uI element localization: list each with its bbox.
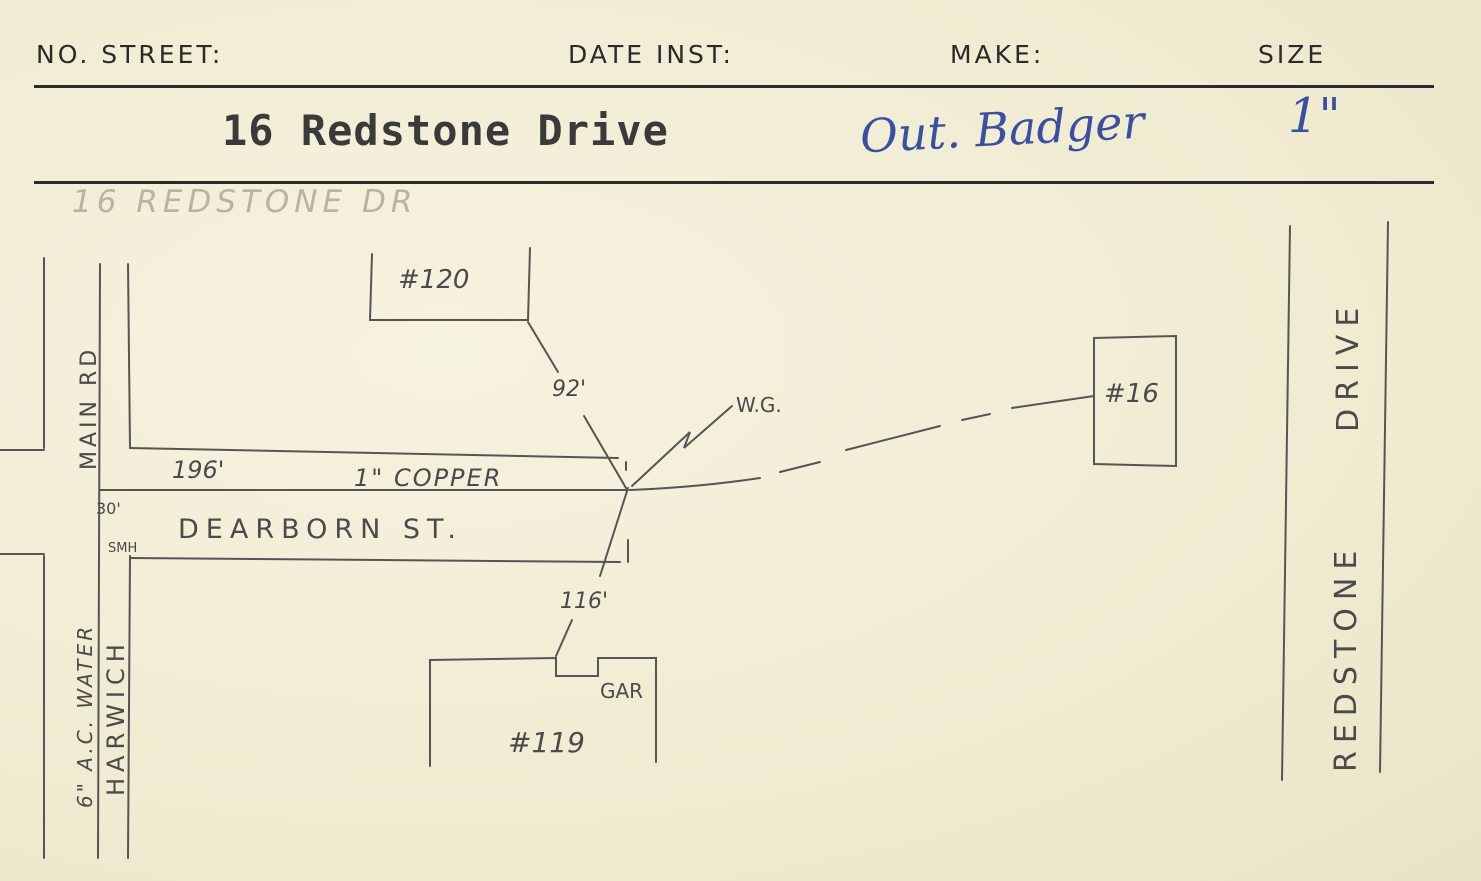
harwich-label: HARWICH bbox=[102, 638, 130, 796]
house-119-label: #119 bbox=[508, 726, 585, 759]
make-label: MAKE: bbox=[950, 40, 1045, 69]
house-120-label: #120 bbox=[398, 265, 469, 295]
size-label: SIZE bbox=[1258, 40, 1327, 69]
wg-label: W.G. bbox=[736, 393, 782, 417]
dearborn-label: DEARBORN ST. bbox=[178, 514, 463, 545]
main-rd-label: MAIN RD bbox=[77, 346, 102, 470]
copper-label: 1" COPPER bbox=[354, 464, 502, 492]
distance-92-label: 92' bbox=[552, 377, 586, 402]
tie-line-92 bbox=[583, 415, 627, 489]
distance-196-label: 196' bbox=[172, 456, 224, 484]
tie-line-92 bbox=[527, 321, 559, 373]
road-edge-right bbox=[127, 555, 131, 859]
drive-label: DRIVE bbox=[1331, 300, 1366, 432]
no-street-label: NO. STREET: bbox=[36, 40, 224, 69]
garage-label: GAR bbox=[600, 679, 643, 703]
header-rule bbox=[34, 85, 1434, 88]
road-edge-right bbox=[127, 263, 131, 449]
service-line-dashed bbox=[1011, 395, 1095, 409]
house-120-outline bbox=[368, 247, 531, 321]
date-inst-label: DATE INST: bbox=[568, 40, 734, 69]
typed-address: 16 Redstone Drive bbox=[222, 106, 669, 155]
smh-label: SMH bbox=[108, 541, 137, 556]
distance-116-label: 116' bbox=[560, 589, 608, 614]
service-line-dashed bbox=[779, 461, 821, 473]
tie-line-116 bbox=[555, 619, 573, 657]
pencil-address: 16 REDSTONE DR bbox=[72, 184, 418, 220]
service-line-dashed bbox=[961, 413, 991, 421]
entry-rule bbox=[34, 181, 1434, 184]
service-line bbox=[629, 477, 761, 491]
redstone-edge-right bbox=[1379, 221, 1389, 773]
water-main-label: 6" A.C. WATER bbox=[73, 624, 97, 808]
house-16-outline bbox=[1093, 334, 1177, 468]
distance-30-label: 30' bbox=[96, 499, 121, 518]
dearborn-edge-bottom bbox=[129, 557, 621, 563]
service-line-dashed bbox=[845, 425, 941, 451]
house-16-label: #16 bbox=[1104, 379, 1159, 409]
redstone-edge-left bbox=[1281, 225, 1291, 781]
road-edge-right bbox=[97, 263, 101, 859]
redstone-label: REDSTONE bbox=[1329, 543, 1364, 772]
wg-leader bbox=[631, 405, 733, 487]
handwritten-size: 1" bbox=[1288, 88, 1341, 144]
house-119-outline bbox=[429, 656, 657, 767]
dearborn-edge-top bbox=[129, 447, 619, 459]
tie-line-116 bbox=[599, 487, 629, 577]
